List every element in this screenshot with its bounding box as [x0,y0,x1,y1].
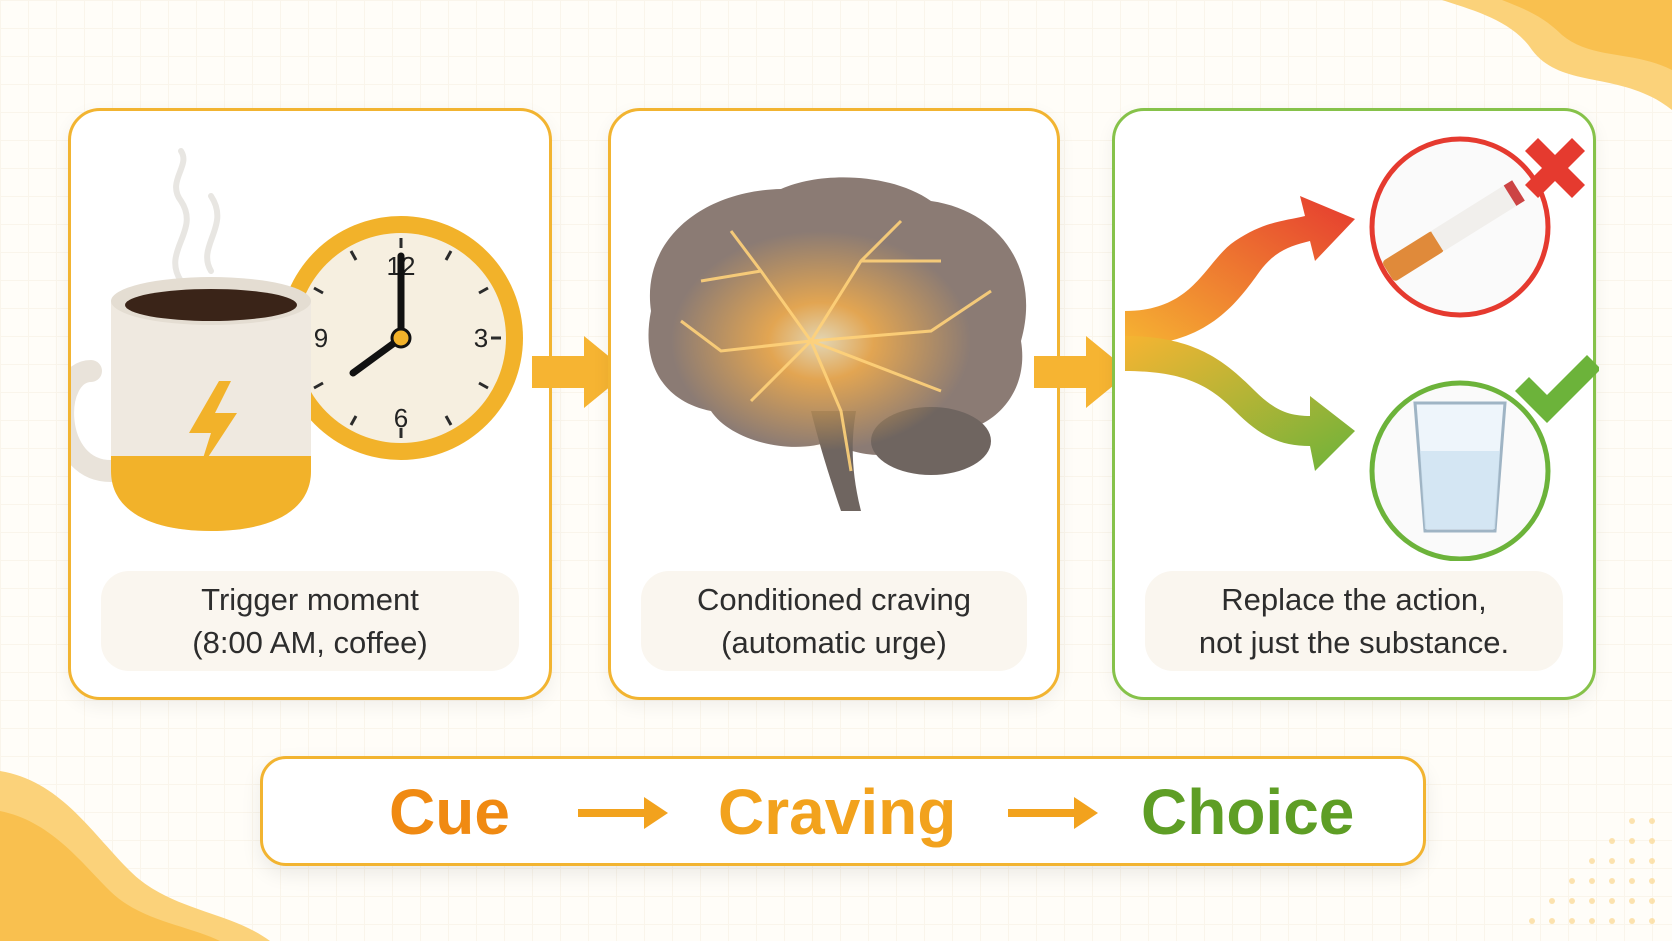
clock-icon: 12 3 6 9 [279,216,523,460]
panel-choice: Replace the action, not just the substan… [1112,108,1599,700]
bottom-right-dots [1529,818,1655,924]
cigarette-icon [1369,136,1551,318]
trigger-line1: Trigger moment [201,582,419,617]
check-icon [1515,355,1599,423]
trigger-caption: Trigger moment (8:00 AM, coffee) [101,571,519,671]
lightning-icon [189,381,237,471]
trigger-illustration: 12 3 6 9 [71,148,523,531]
craving-label: Craving [718,776,957,848]
cue-craving-choice-bar: Cue Craving Choice [260,756,1426,866]
cross-icon [1525,138,1585,198]
clock-3: 3 [474,323,488,353]
choice-illustration [1125,136,1599,561]
top-right-decoration [1442,0,1672,110]
choice-line1: Replace the action, [1221,582,1487,617]
panel-trigger: 12 3 6 9 Trigger moment (8:00 AM, coffee… [68,108,552,700]
brain-icon [648,177,1027,511]
trigger-line2: (8:00 AM, coffee) [192,625,428,660]
red-branch-arrow [1125,196,1355,346]
flow-arrow-1 [532,336,628,408]
green-branch-arrow [1125,336,1355,471]
craving-line1: Conditioned craving [696,582,971,617]
arrow-icon [578,797,668,829]
choice-line2: not just the substance. [1198,625,1510,660]
coffee-mug-icon [71,277,311,531]
panel-craving: Conditioned craving (automatic urge) [608,108,1060,700]
craving-caption: Conditioned craving (automatic urge) [641,571,1027,671]
clock-6: 6 [394,403,408,433]
clock-9: 9 [314,323,328,353]
bottom-left-decoration [0,771,270,941]
water-glass-icon [1369,380,1551,561]
cue-label: Cue [389,776,510,848]
choice-caption: Replace the action, not just the substan… [1145,571,1563,671]
flow-arrow-2 [1034,336,1130,408]
choice-label: Choice [1141,776,1355,848]
arrow-icon [1008,797,1098,829]
craving-line2: (automatic urge) [721,625,947,660]
steam [172,148,221,284]
